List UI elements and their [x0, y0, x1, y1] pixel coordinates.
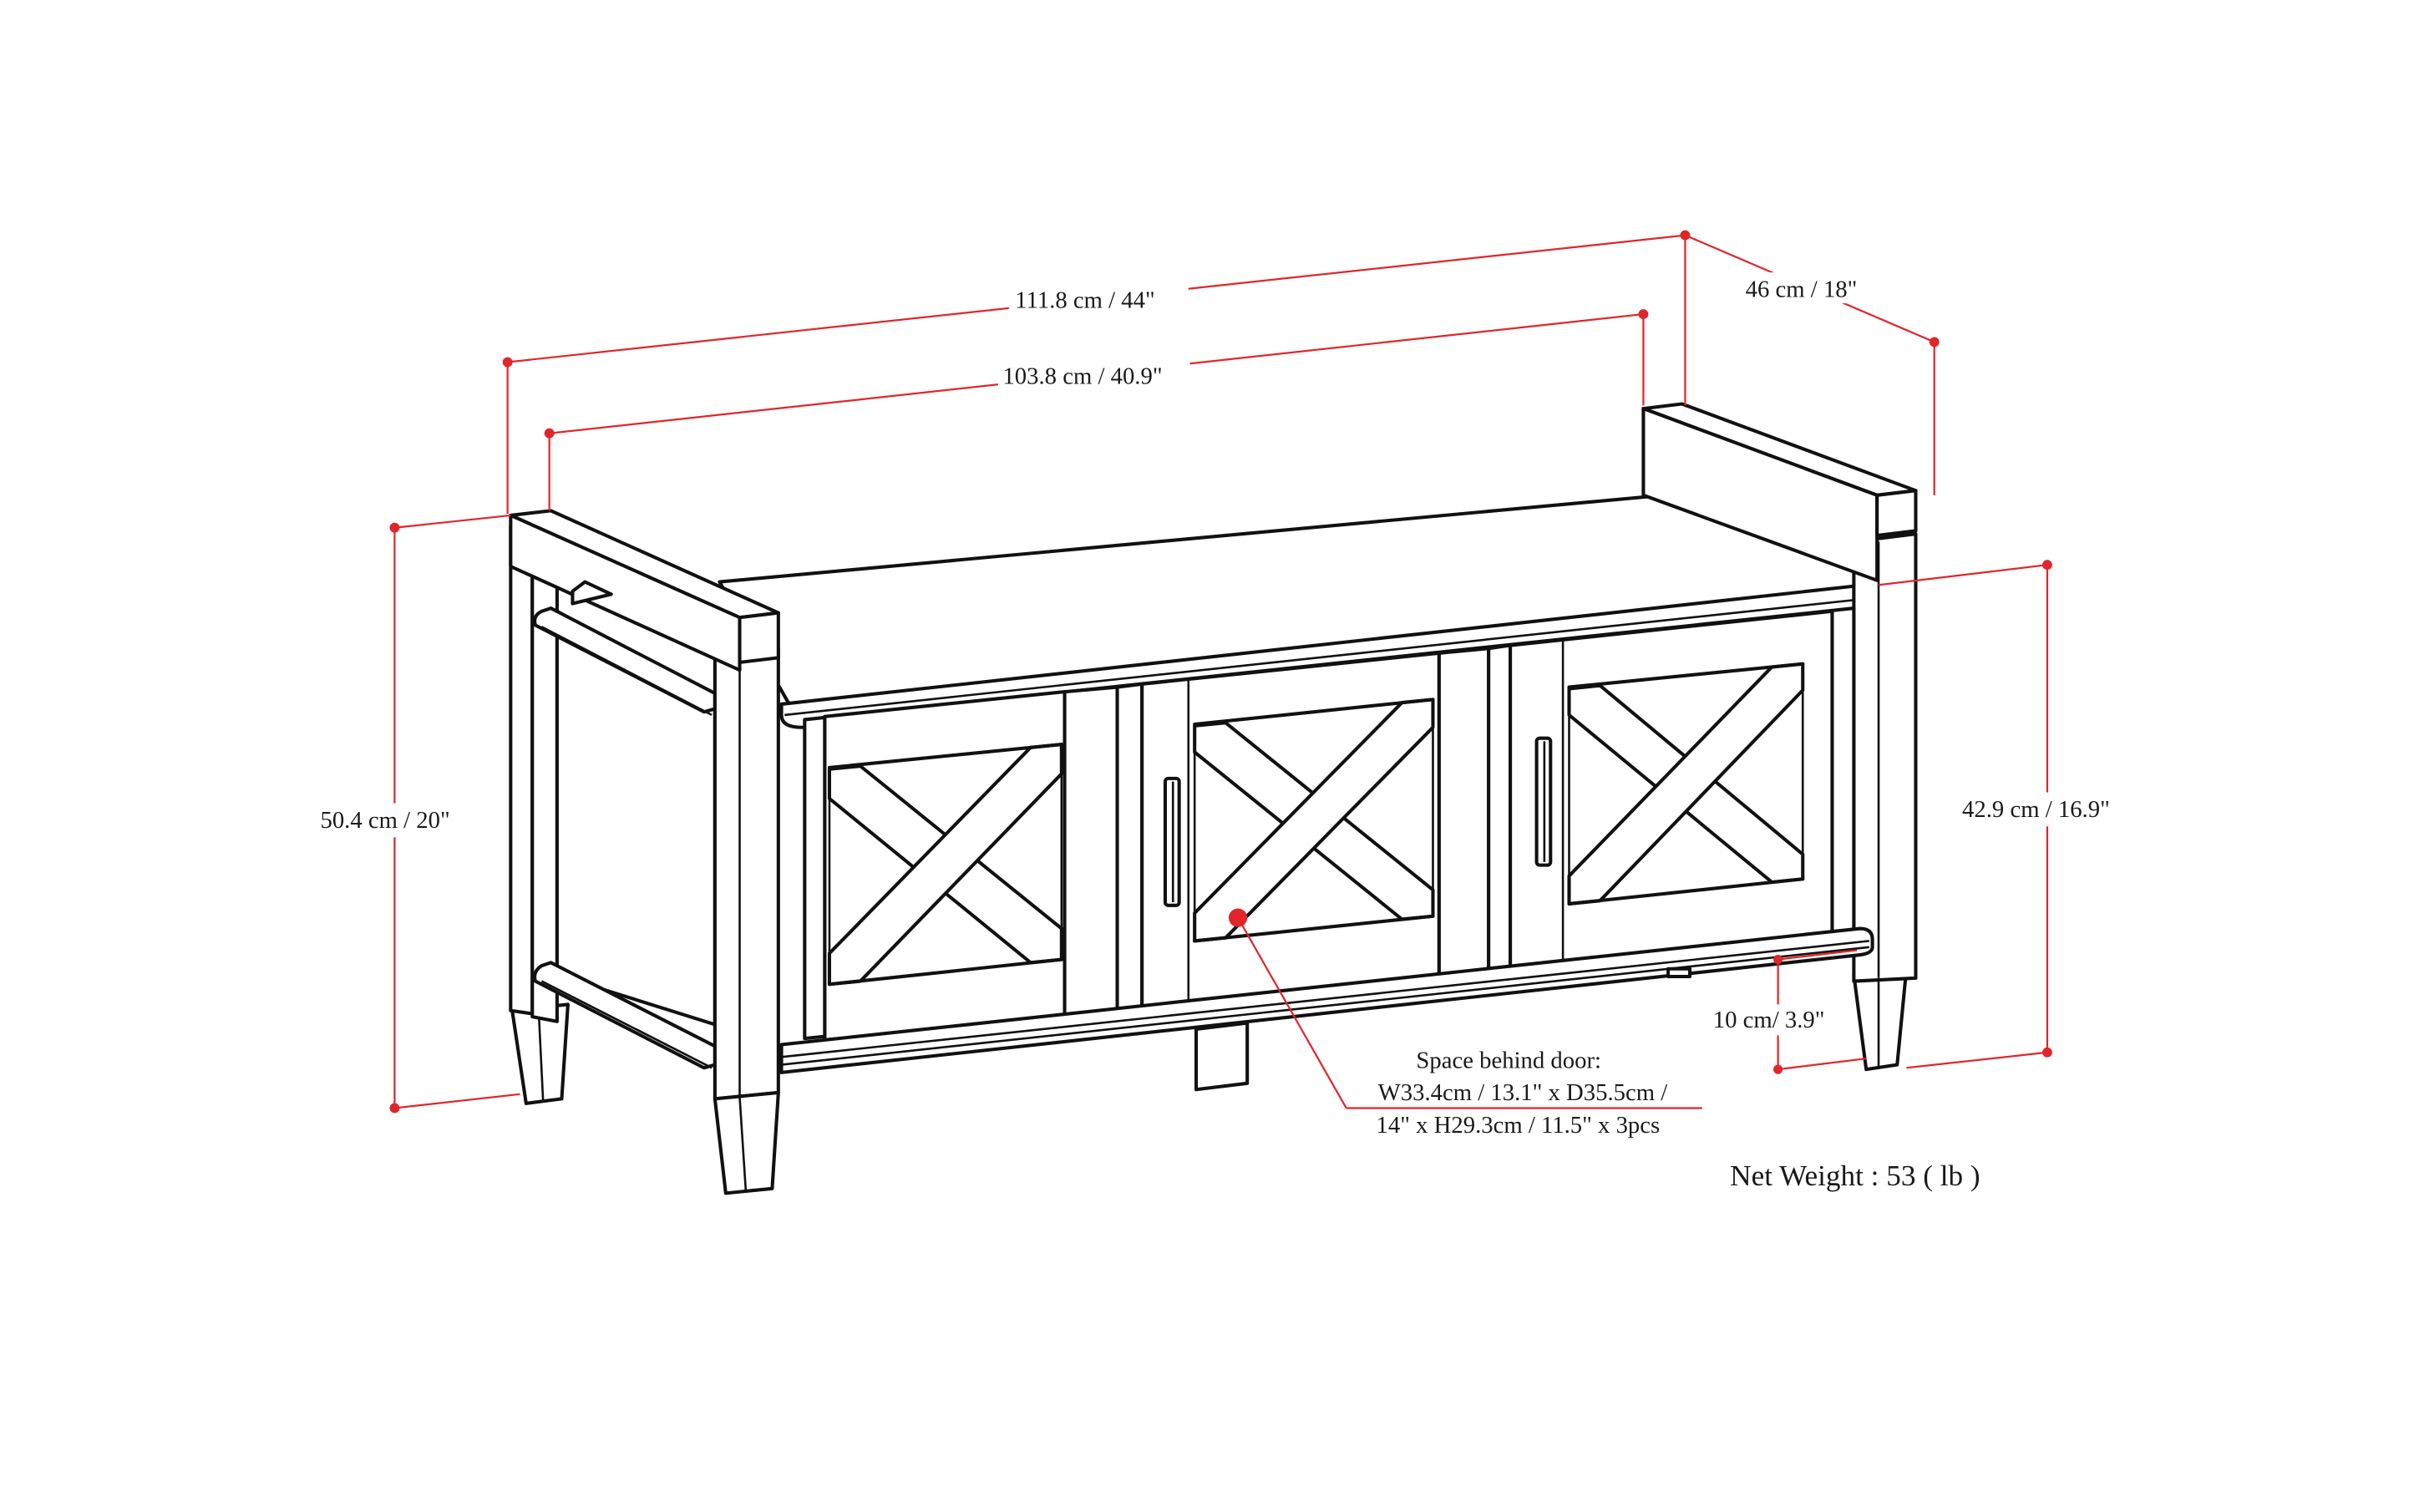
callout-line2: 14" x H29.3cm / 11.5" x 3pcs — [1377, 1112, 1661, 1139]
dimension-overall-height: 50.4 cm / 20" — [317, 514, 520, 1114]
left-door[interactable] — [823, 690, 1067, 1042]
divider-right — [1437, 643, 1513, 979]
divider-left — [1062, 682, 1144, 1017]
left-front-post — [713, 647, 780, 1101]
depth-label: 46 cm / 18" — [1746, 277, 1858, 303]
inner-width-label: 103.8 cm / 40.9" — [1002, 363, 1162, 389]
seat-height-label: 42.9 cm / 16.9" — [1962, 796, 2110, 823]
right-door[interactable] — [1509, 609, 1834, 971]
bench-drawing — [509, 402, 1918, 1195]
net-weight-label: Net Weight : 53 ( lb ) — [1730, 1159, 1980, 1192]
right-armrest — [1641, 402, 1918, 582]
overall-height-label: 50.4 cm / 20" — [320, 807, 449, 834]
dimension-leg-clearance: 10 cm/ 3.9" — [1710, 949, 1867, 1074]
dimension-depth: 46 cm / 18" — [1685, 234, 1940, 495]
left-armrest — [509, 509, 780, 672]
bottom-rail — [779, 926, 1874, 1074]
dimension-lines: 111.8 cm / 44" 103.8 cm / 40.9" 46 cm / … — [317, 230, 2142, 1139]
left-front-leg — [713, 1090, 780, 1195]
back-center-leg — [1194, 1021, 1250, 1092]
center-door[interactable] — [1140, 651, 1441, 1010]
center-door-handle[interactable] — [1163, 776, 1181, 907]
callout-title: Space behind door: — [1416, 1047, 1601, 1073]
right-back-leg — [1852, 967, 1909, 1072]
leg-clearance-label: 10 cm/ 3.9" — [1713, 1007, 1825, 1033]
dimension-inner-width: 103.8 cm / 40.9" — [544, 309, 1649, 511]
dimension-seat-height: 42.9 cm / 16.9" — [1878, 560, 2142, 1069]
space-behind-door-callout: Space behind door: W33.4cm / 13.1" x D35… — [1228, 908, 1702, 1139]
left-back-leg — [510, 1002, 570, 1105]
callout-line1: W33.4cm / 13.1" x D35.5cm / — [1378, 1079, 1668, 1106]
dimension-overall-width: 111.8 cm / 44" — [502, 230, 1691, 515]
overall-width-label: 111.8 cm / 44" — [1015, 287, 1154, 314]
right-door-handle[interactable] — [1534, 736, 1553, 867]
left-side-panel — [509, 524, 717, 1070]
callout-marker-dot — [1228, 908, 1248, 927]
